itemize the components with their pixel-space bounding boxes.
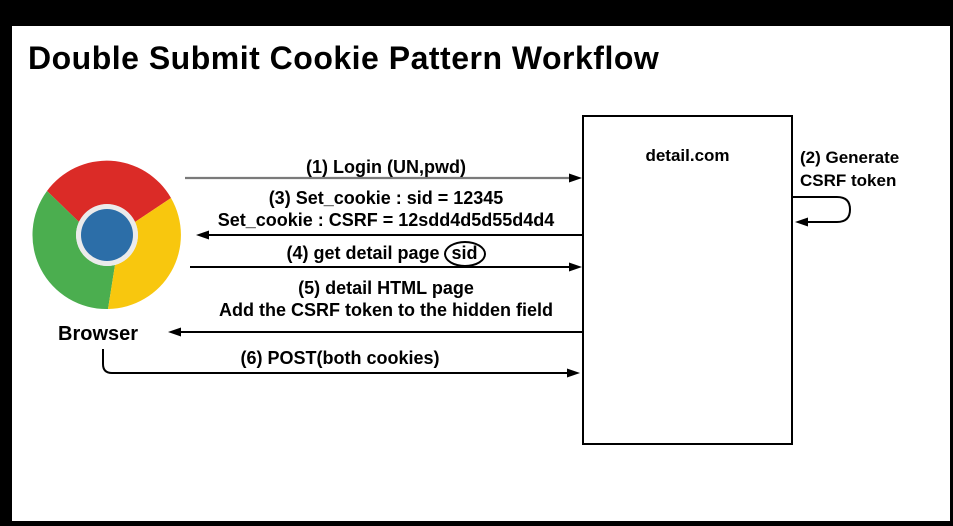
label-step3: (3) Set_cookie : sid = 12345 Set_cookie … <box>190 187 582 231</box>
label-step3-line1: (3) Set_cookie : sid = 12345 <box>268 188 504 208</box>
sid-oval: sid <box>443 241 486 267</box>
chrome-browser-icon <box>32 160 181 310</box>
label-step5: (5) detail HTML page Add the CSRF token … <box>190 277 582 321</box>
arrow-step3-head <box>196 230 209 240</box>
arrow-step1-head <box>569 173 582 183</box>
arrow-step4-head <box>569 262 582 272</box>
arrow-step2-head <box>795 217 808 227</box>
label-step4-text: (4) get detail page <box>286 243 440 263</box>
arrow-step5 <box>168 327 582 337</box>
label-step1: (1) Login (UN,pwd) <box>306 157 466 177</box>
server-label: detail.com <box>645 146 730 165</box>
arrow-step5-head <box>168 327 181 337</box>
arrow-step6-head <box>567 368 580 378</box>
arrow-step2-path <box>793 196 852 223</box>
arrow-step3 <box>196 230 582 240</box>
server-node <box>582 115 793 445</box>
arrow-step6 <box>102 349 580 378</box>
arrow-step1 <box>185 173 582 183</box>
label-step2-line2: CSRF token <box>800 171 897 190</box>
page-title: Double Submit Cookie Pattern Workflow <box>28 40 660 76</box>
chrome-red-segment <box>47 160 171 222</box>
label-step2: (2) Generate CSRF token <box>800 146 930 192</box>
label-step3-line2: Set_cookie : CSRF = 12sdd4d5d55d4d4 <box>217 210 555 230</box>
browser-label: Browser <box>58 323 139 345</box>
label-step2-line1: (2) Generate <box>800 148 900 167</box>
arrow-step2-selfloop <box>793 196 852 227</box>
chrome-blue-center <box>81 209 133 261</box>
chrome-green-segment <box>32 191 115 310</box>
arrow-step6-path <box>102 349 569 374</box>
label-step5-line1: (5) detail HTML page <box>298 278 474 298</box>
chrome-yellow-segment <box>108 198 181 309</box>
label-step5-line2: Add the CSRF token to the hidden field <box>219 300 553 320</box>
label-step6: (6) POST(both cookies) <box>240 348 440 368</box>
arrow-step4 <box>190 262 582 272</box>
